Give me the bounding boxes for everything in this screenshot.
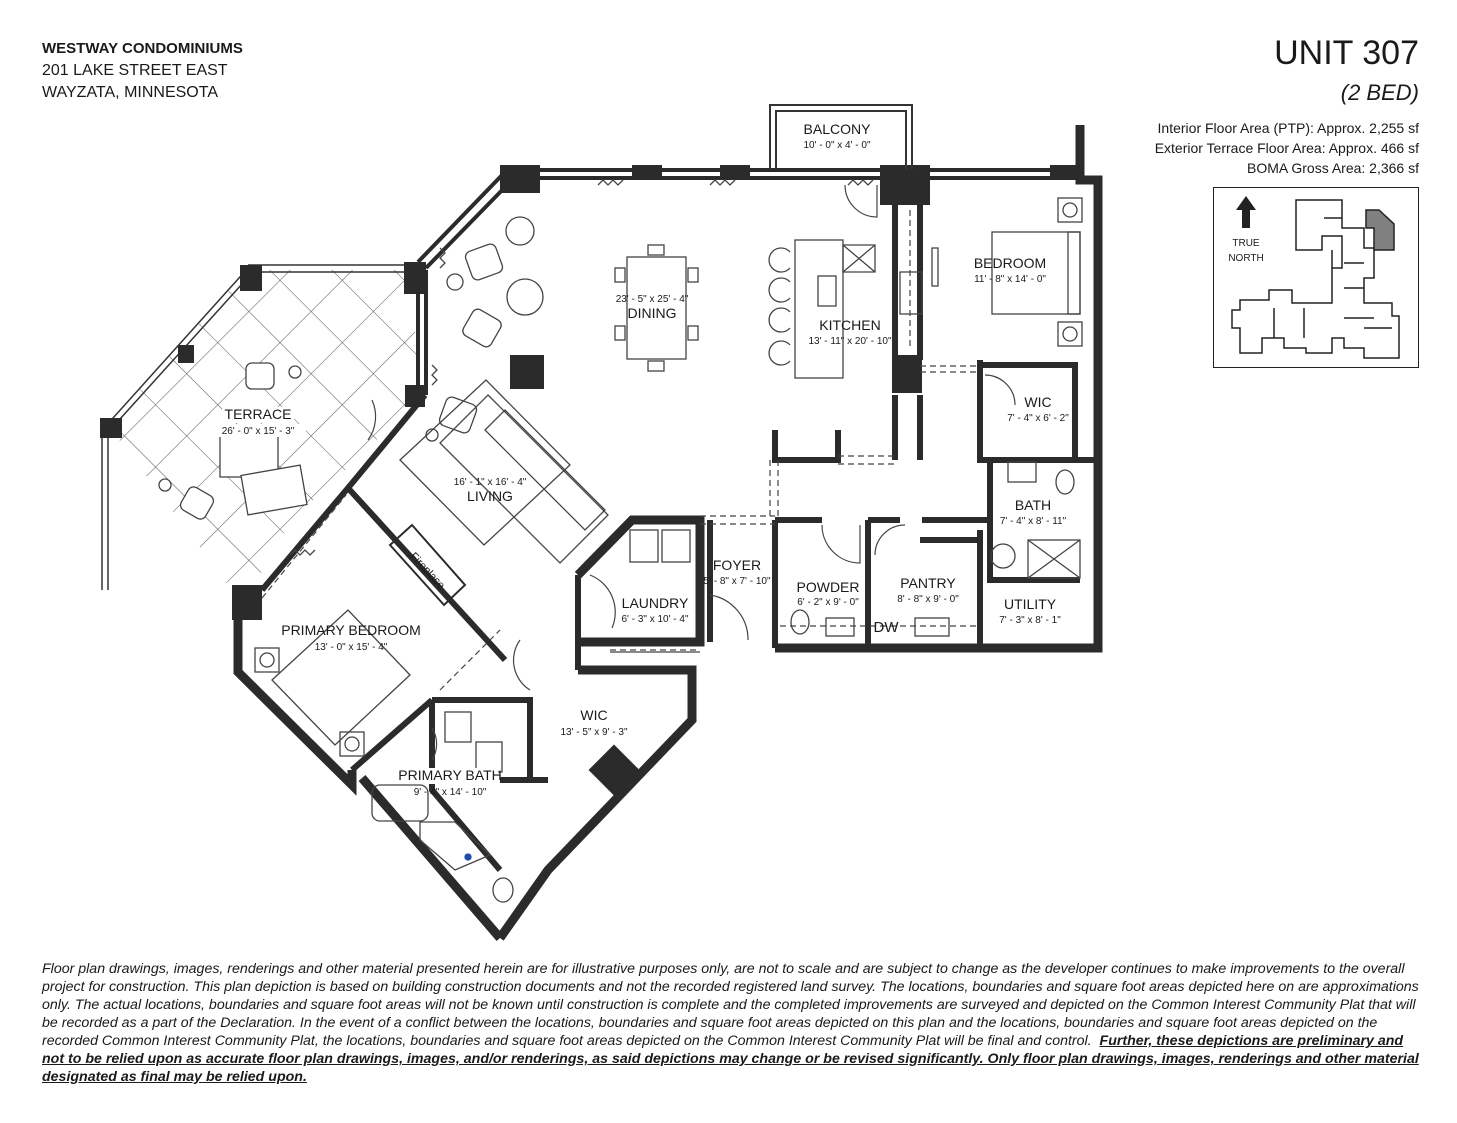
exterior-walls	[233, 125, 1103, 941]
kitchen-island	[768, 239, 939, 379]
living-furniture	[399, 216, 609, 564]
powder-label: POWDER	[797, 579, 860, 595]
primary-bedroom-furniture	[254, 609, 411, 757]
kitchen-label: KITCHEN	[819, 317, 880, 333]
unit-highlight	[1365, 209, 1395, 251]
terrace-railing	[101, 264, 412, 590]
bed-count: (2 BED)	[1340, 80, 1419, 105]
terrace-label: TERRACE	[225, 406, 292, 422]
bath-fixtures	[371, 461, 1081, 903]
balcony-outline	[769, 104, 913, 170]
address-line-1: 201 LAKE STREET EAST	[42, 62, 228, 79]
building-footprint	[1231, 199, 1400, 359]
disclaimer-emphasis: Further, these depictions are preliminar…	[42, 1033, 1419, 1085]
pantry-dims: 8' - 8" x 9' - 0"	[897, 594, 959, 605]
foyer-dims: 5' - 8" x 7' - 10"	[703, 576, 771, 587]
terrace-dims: 26' - 0" x 15' - 3"	[222, 426, 295, 437]
bedroom-furniture	[991, 197, 1083, 347]
openings	[261, 210, 980, 691]
powder-dims: 6' - 2" x 9' - 0"	[797, 597, 859, 608]
wic-dims: 7' - 4" x 6' - 2"	[1007, 413, 1069, 424]
laundry-dims: 6' - 3" x 10' - 4"	[621, 614, 689, 625]
door-swings	[367, 184, 1016, 761]
living-label: LIVING	[467, 488, 513, 504]
interior-walls	[259, 205, 1098, 872]
dining-table	[614, 244, 699, 372]
interior-area: Interior Floor Area (PTP): Approx. 2,255…	[1157, 120, 1419, 136]
room-labels: BALCONY 10' - 0" x 4' - 0" 23' - 5" x 25…	[212, 121, 1069, 798]
building-header: WESTWAY CONDOMINIUMS 201 LAKE STREET EAS…	[42, 38, 243, 104]
utility-label: UTILITY	[1004, 596, 1057, 612]
balcony-label: BALCONY	[804, 121, 872, 137]
laundry-label: LAUNDRY	[622, 595, 689, 611]
unit-number: UNIT 307	[1274, 34, 1419, 72]
key-map-drawing: TRUE NORTH	[1228, 196, 1400, 359]
living-dims: 16' - 1" x 16' - 4"	[454, 477, 527, 488]
dining-dims: 23' - 5" x 25' - 4"	[616, 294, 689, 305]
structural-columns	[100, 165, 1080, 796]
wic-label: WIC	[1024, 394, 1051, 410]
balcony-dims: 10' - 0" x 4' - 0"	[803, 140, 871, 151]
pantry-label: PANTRY	[900, 575, 956, 591]
dining-label: DINING	[628, 305, 677, 321]
floor-plan: BALCONY 10' - 0" x 4' - 0" 23' - 5" x 25…	[100, 104, 1103, 941]
building-name: WESTWAY CONDOMINIUMS	[42, 40, 243, 57]
fireplace-unit	[388, 523, 467, 607]
kitchen-dims: 13' - 11" x 20' - 10"	[809, 336, 892, 347]
primary-wic-dims: 13' - 5" x 9' - 3"	[560, 727, 628, 738]
primary-bedroom-dims: 13' - 0" x 15' - 4"	[315, 642, 388, 653]
dishwasher-label: DW	[874, 619, 900, 636]
primary-bedroom-label: PRIMARY BEDROOM	[281, 622, 421, 638]
primary-bath-label: PRIMARY BATH	[398, 767, 501, 783]
utility-dims: 7' - 3" x 8' - 1"	[999, 615, 1061, 626]
bedroom-label: BEDROOM	[974, 255, 1046, 271]
north-arrow-icon	[1236, 196, 1256, 228]
address-line-2: WAYZATA, MINNESOTA	[42, 84, 218, 101]
curtains	[289, 179, 874, 556]
bath-dims: 7' - 4" x 8' - 11"	[1000, 516, 1067, 527]
bath-label: BATH	[1015, 497, 1051, 513]
boma-area: BOMA Gross Area: 2,366 sf	[1247, 160, 1419, 176]
area-summary: Interior Floor Area (PTP): Approx. 2,255…	[1155, 118, 1419, 178]
terrace-area: Exterior Terrace Floor Area: Approx. 466…	[1154, 140, 1419, 156]
north-label-1: TRUE	[1232, 238, 1260, 249]
legal-disclaimer: Floor plan drawings, images, renderings …	[42, 960, 1422, 1086]
north-label-2: NORTH	[1228, 253, 1263, 264]
primary-bath-dims: 9' - 4" x 14' - 10"	[414, 787, 487, 798]
primary-wic-label: WIC	[580, 707, 607, 723]
disclaimer-text: Floor plan drawings, images, renderings …	[42, 961, 1419, 1049]
key-map: TRUE NORTH	[1213, 187, 1419, 368]
laundry-appliances	[610, 529, 700, 653]
bedroom-dims: 11' - 8" x 14' - 0"	[974, 274, 1046, 285]
terrace-furniture	[158, 362, 308, 520]
foyer-label: FOYER	[713, 557, 761, 573]
